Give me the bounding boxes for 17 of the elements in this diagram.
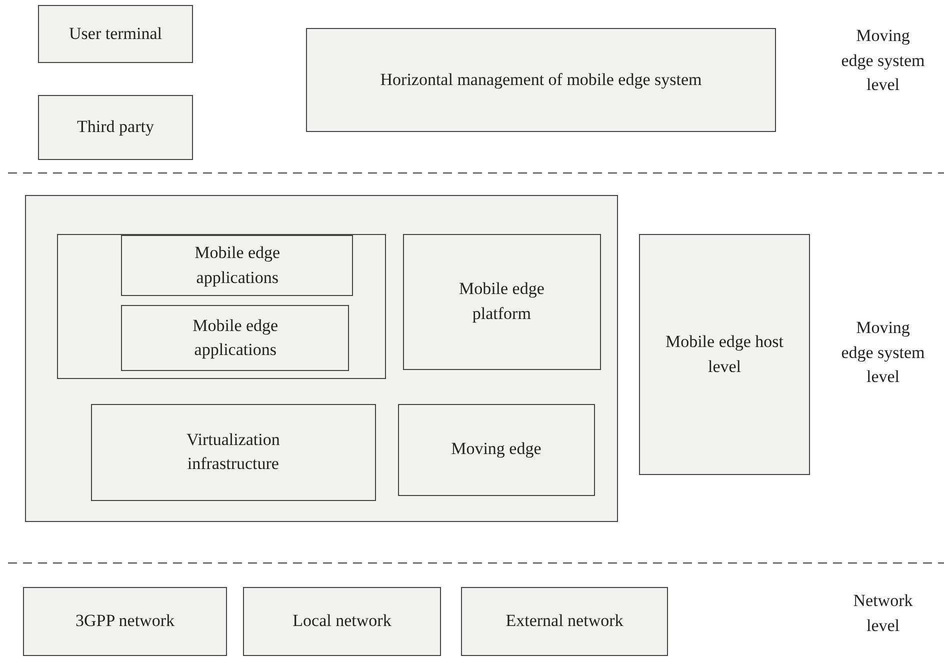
group-panel [56, 234, 386, 379]
component-box: Mobile edge applications [121, 305, 350, 372]
component-box: Mobile edge applications [121, 235, 354, 296]
container-panel [25, 195, 618, 522]
level-label: Moving edge system level [840, 25, 926, 96]
component-box: External network [461, 587, 668, 656]
level-label: Network level [852, 590, 914, 637]
component-box: Moving edge [398, 404, 595, 496]
component-box: Local network [243, 587, 441, 656]
component-box: User terminal [38, 5, 193, 63]
component-box: Horizontal management of mobile edge system [306, 28, 776, 132]
component-box: Mobile edge platform [402, 234, 601, 370]
level-box: Mobile edge host level [639, 234, 810, 475]
component-box: Virtualization infrastructure [90, 404, 376, 501]
level-label: Moving edge system level [840, 317, 926, 388]
component-box: 3GPP network [23, 587, 227, 656]
component-box: Third party [38, 95, 193, 160]
